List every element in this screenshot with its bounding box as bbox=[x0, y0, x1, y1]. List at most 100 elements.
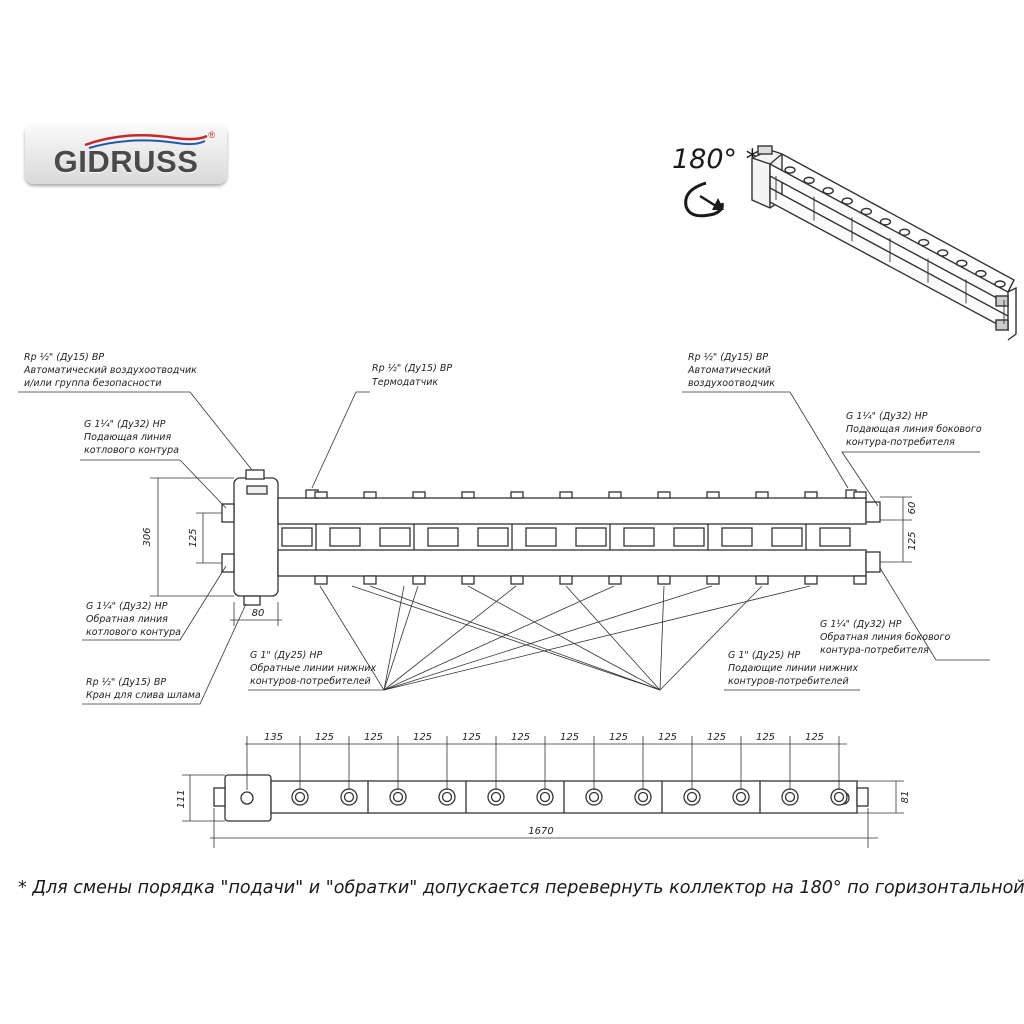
dim-right-height: 81 bbox=[900, 791, 911, 804]
top-nozzle bbox=[608, 491, 622, 499]
bottom-nozzle bbox=[314, 575, 328, 585]
outlet-thread bbox=[490, 791, 502, 803]
module-window bbox=[673, 527, 705, 547]
return-leader bbox=[319, 585, 385, 691]
hydraulic-separator bbox=[233, 477, 279, 597]
outlet-thread bbox=[392, 791, 404, 803]
rotate-arrow-icon bbox=[684, 181, 724, 218]
outlet-thread bbox=[686, 791, 698, 803]
callout-boiler-return-line3: котлового контура bbox=[86, 627, 181, 638]
module-window bbox=[575, 527, 607, 547]
outlet-circle bbox=[487, 788, 505, 806]
iso-nozzle bbox=[822, 187, 834, 195]
callout-air-vent-line2: Автоматический bbox=[687, 365, 771, 376]
logo-text: GIDRUSS bbox=[53, 144, 199, 179]
plan-view bbox=[213, 774, 869, 822]
callout-lower-return-line1: G 1" (Ду25) НР bbox=[250, 650, 323, 661]
isometric-collector-view bbox=[751, 145, 1017, 341]
callout-side-supply-line3: контура-потребителя bbox=[846, 437, 955, 448]
dim-spacing-label: 135 bbox=[264, 732, 283, 743]
callout-thermo-line2: Термодатчик bbox=[372, 377, 438, 388]
module-window bbox=[329, 527, 361, 547]
top-nozzle bbox=[853, 491, 867, 499]
footnote: * Для смены порядка "подачи" и "обратки"… bbox=[18, 878, 1024, 898]
dim-spacing-label: 125 bbox=[805, 732, 824, 743]
dim-spacing-label: 125 bbox=[609, 732, 628, 743]
top-nozzle bbox=[804, 491, 818, 499]
dim-spacing-label: 125 bbox=[658, 732, 677, 743]
callout-boiler-supply-line1: G 1¼" (Ду32) НР bbox=[84, 419, 166, 430]
top-nozzle bbox=[412, 491, 426, 499]
iso-nozzle bbox=[898, 228, 911, 236]
return-leader bbox=[383, 585, 517, 691]
callout-side-supply-line1: G 1¼" (Ду32) НР bbox=[846, 411, 928, 422]
return-bar bbox=[277, 549, 867, 577]
outlet-thread bbox=[343, 791, 355, 803]
bottom-nozzle bbox=[461, 575, 475, 585]
dim-spacing-label: 125 bbox=[364, 732, 383, 743]
dim-left-height: 111 bbox=[176, 789, 187, 808]
outlet-circle bbox=[340, 788, 358, 806]
outlet-thread bbox=[441, 791, 453, 803]
front-view bbox=[221, 469, 881, 606]
dim-right-spacing: 125 bbox=[907, 531, 918, 550]
supply-leader bbox=[565, 585, 661, 691]
module-window bbox=[281, 527, 313, 547]
return-leader bbox=[383, 585, 615, 691]
outlet-thread bbox=[637, 791, 649, 803]
callout-lower-return-line2: Обратные линии нижних bbox=[250, 663, 376, 674]
callout-boiler-supply-line2: Подающая линия bbox=[84, 432, 171, 443]
callout-boiler-supply-line3: котлового контура bbox=[84, 445, 179, 456]
bottom-nozzle bbox=[755, 575, 769, 585]
dim-spacing-label: 125 bbox=[560, 732, 579, 743]
bottom-nozzle bbox=[559, 575, 573, 585]
dim-separator-width: 80 bbox=[252, 608, 265, 619]
callout-boiler-return-line2: Обратная линия bbox=[86, 614, 168, 625]
gidruss-logo: GIDRUSS ® bbox=[25, 124, 227, 184]
callout-boiler-return-line1: G 1¼" (Ду32) НР bbox=[86, 601, 168, 612]
bottom-nozzle bbox=[853, 575, 867, 585]
outlet-circle bbox=[683, 788, 701, 806]
module-window bbox=[427, 527, 459, 547]
dim-spacing-label: 125 bbox=[707, 732, 726, 743]
callout-side-return-line3: контура-потребителя bbox=[820, 645, 929, 656]
bottom-nozzle bbox=[657, 575, 671, 585]
callout-drain-line2: Кран для слива шлама bbox=[86, 690, 201, 701]
iso-nozzle bbox=[860, 207, 873, 216]
iso-nozzle bbox=[784, 166, 796, 174]
rotation-label: 180° * bbox=[672, 144, 759, 175]
bottom-nozzle bbox=[363, 575, 377, 585]
bottom-nozzle bbox=[608, 575, 622, 585]
module-window bbox=[379, 527, 411, 547]
return-leader bbox=[383, 585, 419, 691]
outlet-circle bbox=[781, 788, 799, 806]
outlet-thread bbox=[833, 791, 845, 803]
supply-leader bbox=[351, 585, 661, 691]
top-nozzle bbox=[510, 491, 524, 499]
supply-leader bbox=[369, 585, 661, 691]
outlet-circle bbox=[732, 788, 750, 806]
module-window bbox=[771, 527, 803, 547]
dim-spacing-label: 125 bbox=[413, 732, 432, 743]
top-nozzle bbox=[559, 491, 573, 499]
outlet-circle bbox=[291, 788, 309, 806]
supply-bar bbox=[277, 497, 867, 525]
callout-lower-supply-line3: контуров-потребителей bbox=[728, 676, 849, 687]
outlet-circle bbox=[438, 788, 456, 806]
callout-air-vent-line3: воздухоотводчик bbox=[688, 378, 775, 389]
callout-lower-return-line3: контуров-потребителей bbox=[250, 676, 371, 687]
iso-nozzle bbox=[994, 280, 1006, 288]
iso-nozzle bbox=[803, 176, 815, 185]
dim-spacing-label: 125 bbox=[756, 732, 775, 743]
callout-side-supply-line2: Подающая линия бокового bbox=[846, 424, 982, 435]
front-dimensions bbox=[150, 477, 912, 626]
supply-leader bbox=[659, 585, 665, 691]
plan-dimensions bbox=[182, 736, 904, 848]
dim-right-offset: 60 bbox=[907, 502, 918, 515]
outlet-thread bbox=[735, 791, 747, 803]
dim-spacing-label: 125 bbox=[511, 732, 530, 743]
top-nozzle bbox=[363, 491, 377, 499]
callout-drain-line1: Rp ½" (Ду15) ВР bbox=[86, 677, 166, 688]
return-leader bbox=[383, 585, 811, 691]
